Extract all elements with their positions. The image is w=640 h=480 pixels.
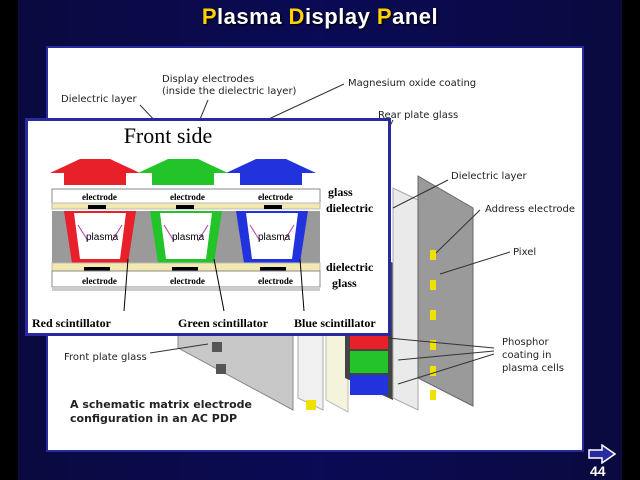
electrode-top-2: electrode	[170, 192, 205, 202]
label-pixel: Pixel	[513, 247, 537, 258]
plasma-label-blue: plasma	[258, 232, 291, 243]
label-magnesium-oxide: Magnesium oxide coating	[348, 78, 477, 89]
title-word-panel: anel	[392, 4, 439, 29]
label-display-electrodes-sub: (inside the dielectric layer)	[162, 86, 297, 97]
label-address-electrode: Address electrode	[485, 204, 576, 215]
next-slide-arrow-icon[interactable]	[588, 444, 616, 464]
electrode-top-1: electrode	[82, 192, 117, 202]
label-dielectric-layer-right: Dielectric layer	[451, 171, 527, 182]
front-side-inset: Front side	[28, 121, 388, 333]
label-green-scintillator: Green scintillator	[178, 316, 269, 330]
label-glass: glass	[328, 185, 353, 199]
title-initial-p: P	[201, 4, 218, 29]
title-initial-p2: P	[376, 4, 393, 29]
page-number: 44	[590, 463, 606, 479]
caption-line-1: A schematic matrix electrode	[70, 398, 253, 411]
title-initial-d: D	[288, 4, 305, 29]
cell-cross-section	[50, 159, 321, 312]
title-word-display: isplay	[304, 4, 377, 29]
label-display-electrodes: Display electrodes	[162, 74, 255, 85]
label-glass-lower: glass	[332, 276, 357, 290]
plasma-label-green: plasma	[172, 232, 205, 243]
label-blue-scintillator: Blue scintillator	[294, 316, 376, 330]
inset-title: Front side	[123, 123, 213, 148]
label-phosphor-1: Phosphor	[502, 337, 549, 348]
caption-line-2: configuration in an AC PDP	[70, 412, 238, 425]
label-front-plate-glass: Front plate glass	[64, 352, 147, 363]
label-red-scintillator: Red scintillator	[32, 316, 111, 330]
label-dielectric-lower: dielectric	[326, 260, 374, 274]
electrode-bottom-2: electrode	[170, 276, 205, 286]
label-dielectric-upper: dielectric	[326, 201, 374, 215]
slide-title: Plasma Display Panel	[0, 4, 640, 30]
title-word-plasma: lasma	[217, 4, 289, 29]
plasma-label-red: plasma	[86, 232, 119, 243]
electrode-top-3: electrode	[258, 192, 293, 202]
electrode-bottom-3: electrode	[258, 276, 293, 286]
label-phosphor-2: coating in	[502, 350, 552, 361]
label-rear-plate-glass: Rear plate glass	[378, 110, 459, 121]
label-dielectric-layer-top: Dielectric layer	[61, 94, 137, 105]
label-phosphor-3: plasma cells	[502, 363, 564, 374]
electrode-bottom-1: electrode	[82, 276, 117, 286]
